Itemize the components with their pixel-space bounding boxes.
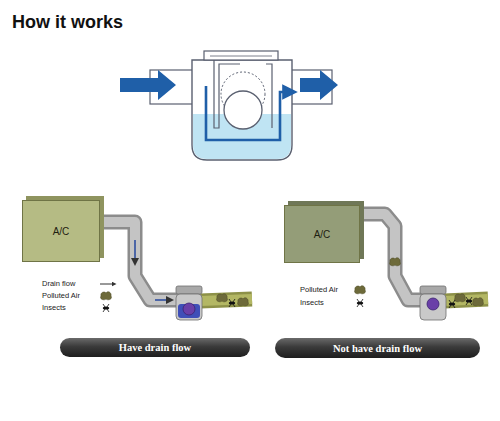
unit-box: A/C: [22, 200, 100, 262]
legend-label: Insects: [300, 299, 324, 307]
status-band: Have drain flow: [60, 338, 250, 357]
legend-label: Polluted Air: [42, 292, 80, 300]
legend-label: Polluted Air: [300, 286, 338, 294]
node-label: Not have drain flow: [333, 343, 422, 354]
node-label: A/C: [314, 229, 331, 240]
right-piping: [355, 214, 488, 320]
legend-label: Drain flow: [42, 280, 75, 288]
status-band: Not have drain flow: [275, 338, 480, 358]
unit-box: A/C: [284, 205, 360, 263]
title: How it works: [12, 12, 123, 33]
trap-cross-section: [120, 51, 338, 160]
left-piping: [98, 222, 252, 320]
legend-label: Insects: [42, 304, 66, 312]
node-label: A/C: [53, 226, 70, 237]
node-label: Have drain flow: [119, 342, 191, 353]
